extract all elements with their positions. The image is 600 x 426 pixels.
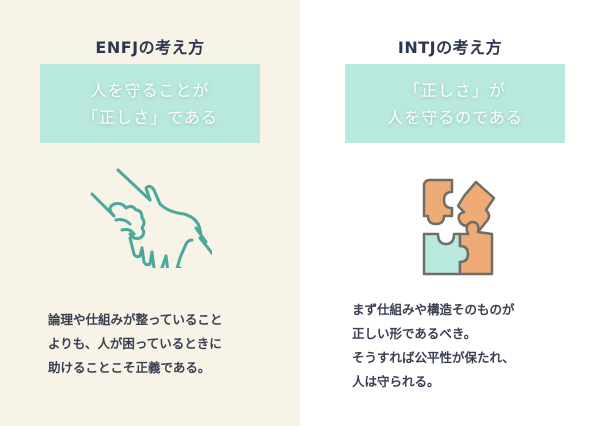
enfj-description: 論理や仕組みが整っていること よりも、人が困っているときに 助けることこそ正義で… (48, 312, 223, 375)
handshake-icon (90, 168, 212, 268)
intj-description: まず仕組みや構造そのものが 正しい形であるべき。 そうすれば公平性が保たれ、 人… (352, 302, 515, 389)
intj-headline: 「正しさ」が 人を守るのである (387, 80, 523, 127)
intj-title: INTJの考え方 (397, 38, 503, 57)
intj-headline-box: 「正しさ」が 人を守るのである (345, 64, 565, 143)
puzzle-icon (422, 178, 496, 276)
intj-panel: INTJの考え方 「正しさ」が 人を守るのである まず仕組みや構造そのものが 正… (300, 0, 600, 426)
enfj-headline: 人を守ることが 「正しさ」である (82, 80, 218, 127)
enfj-panel: ENFJの考え方 人を守ることが 「正しさ」である 論理や仕組みが整っていること… (0, 0, 300, 426)
enfj-title: ENFJの考え方 (95, 38, 205, 57)
enfj-headline-box: 人を守ることが 「正しさ」である (40, 64, 260, 143)
